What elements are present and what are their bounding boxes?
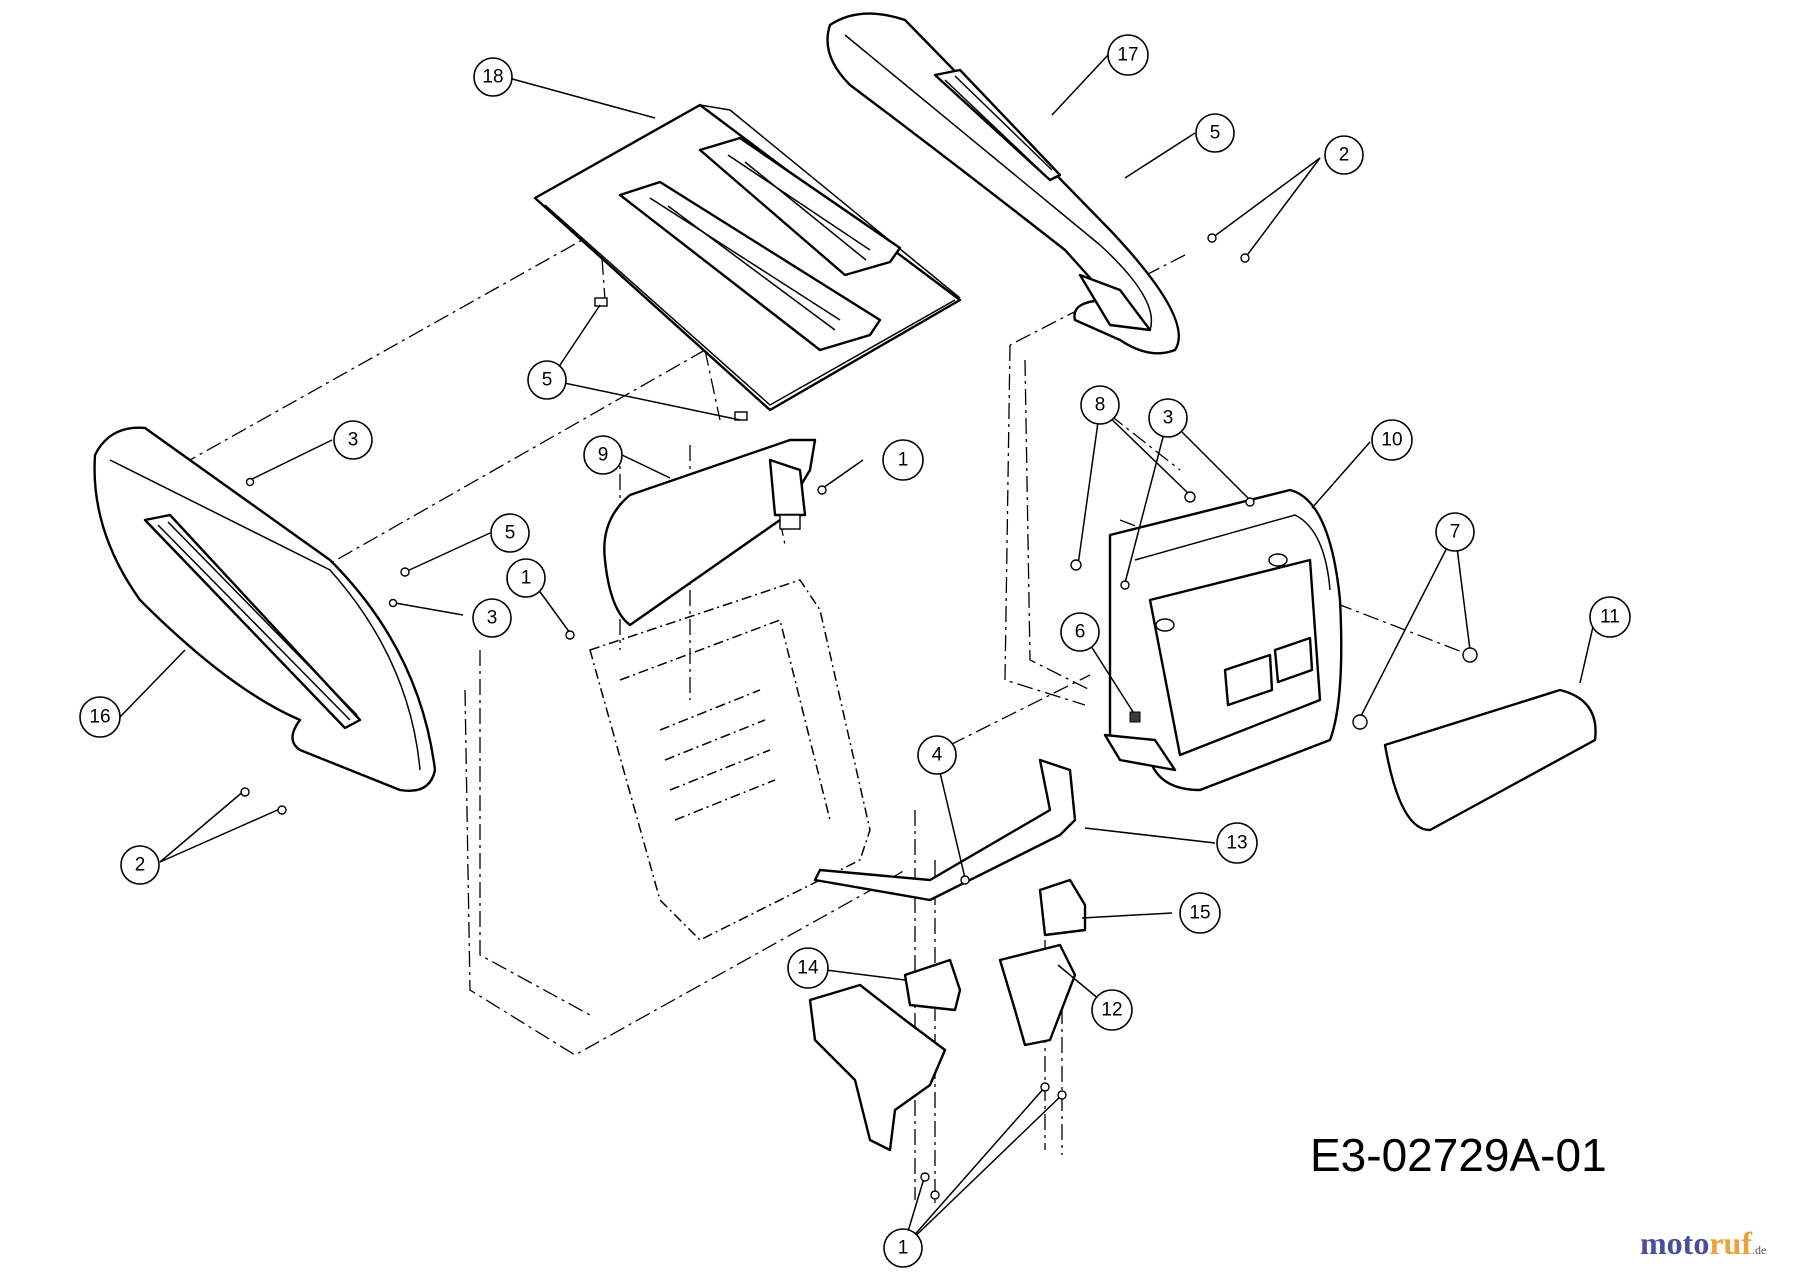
callout-label-8: 8	[1095, 395, 1106, 416]
side-panel-left-part-16	[93, 426, 437, 792]
front-frame-part-9	[603, 438, 817, 627]
lens-part-11	[1383, 688, 1597, 832]
callout-label-18: 18	[482, 67, 503, 88]
callout-5-left: 5	[490, 513, 530, 553]
callout-label-3-grille: 3	[1163, 408, 1174, 429]
clip-part-6	[1129, 711, 1141, 723]
callout-label-1-left: 1	[521, 568, 532, 589]
callout-12: 12	[1091, 989, 1133, 1031]
callout-3-lower: 3	[472, 598, 512, 638]
headlight-hole-right	[1268, 553, 1288, 567]
callout-label-12: 12	[1101, 1000, 1122, 1021]
callout-label-3-lower: 3	[487, 608, 498, 629]
callout-10: 10	[1371, 419, 1413, 461]
drawing-number: E3-02729A-01	[1310, 1129, 1607, 1181]
callout-16: 16	[79, 696, 121, 738]
frame-latch	[779, 514, 801, 530]
side-panel-right-louvers	[944, 75, 1053, 176]
callout-label-7: 7	[1450, 522, 1461, 543]
callout-9: 9	[583, 435, 623, 475]
callout-label-17: 17	[1117, 45, 1138, 66]
callout-3-grille: 3	[1148, 398, 1188, 438]
callout-3-left: 3	[333, 420, 373, 460]
callout-label-9: 9	[598, 445, 609, 466]
callout-label-15: 15	[1189, 903, 1210, 924]
callout-11: 11	[1589, 596, 1631, 638]
callout-label-4: 4	[932, 745, 943, 766]
callout-label-16: 16	[89, 707, 110, 728]
fasteners	[240, 233, 1478, 1200]
callout-7: 7	[1435, 512, 1475, 552]
callout-17: 17	[1107, 34, 1149, 76]
callout-6: 6	[1060, 612, 1100, 652]
callout-label-5-top: 5	[1210, 123, 1221, 144]
callout-1-left: 1	[506, 558, 546, 598]
latch-part-14	[903, 958, 962, 1012]
callout-4: 4	[917, 735, 957, 775]
callout-label-2-top: 2	[1339, 145, 1350, 166]
callout-label-5-left: 5	[505, 523, 516, 544]
callout-2-bottom: 2	[120, 845, 160, 885]
callout-label-1-bottom: 1	[898, 1238, 909, 1259]
watermark-suffix: .de	[1751, 1243, 1767, 1257]
watermark-logo: motoruf.de	[1640, 1225, 1766, 1262]
callout-13: 13	[1216, 822, 1258, 864]
side-panel-right-part-17	[826, 12, 1180, 355]
callout-label-6: 6	[1075, 622, 1086, 643]
mount-bracket-lower	[808, 983, 947, 1152]
side-panel-left-louvers	[157, 521, 358, 721]
callout-label-11: 11	[1600, 607, 1620, 628]
callout-label-5-hood: 5	[542, 370, 553, 391]
headlight-hole-left	[1155, 618, 1175, 632]
watermark-part2: ruf	[1709, 1225, 1752, 1261]
clip-hood-front	[734, 411, 748, 421]
latch-part-15	[1038, 878, 1087, 937]
callout-1-frame: 1	[882, 439, 924, 481]
hood-part-18	[533, 103, 962, 421]
callout-8: 8	[1080, 385, 1120, 425]
bracket-part-12	[998, 943, 1077, 1047]
bracket-part-13	[813, 758, 1077, 902]
callout-5-hood: 5	[527, 360, 567, 400]
callout-label-2-bottom: 2	[135, 855, 146, 876]
callout-label-14: 14	[797, 958, 819, 979]
callout-label-13: 13	[1226, 833, 1247, 854]
callout-label-1-frame: 1	[898, 450, 909, 471]
callout-2-top: 2	[1324, 135, 1364, 175]
callout-5-top: 5	[1195, 113, 1235, 153]
leader-lines	[119, 54, 1596, 1249]
callout-18: 18	[473, 57, 513, 97]
callout-15: 15	[1179, 892, 1221, 934]
callout-label-10: 10	[1381, 430, 1402, 451]
watermark-part1: moto	[1640, 1225, 1710, 1261]
callout-14: 14	[787, 947, 829, 989]
hood-vent-louvers	[649, 154, 871, 331]
callout-1-bottom: 1	[883, 1228, 923, 1268]
firewall-phantom	[589, 579, 871, 941]
clip-hood-left	[594, 297, 608, 307]
callout-label-3-left: 3	[348, 430, 359, 451]
grille-housing-part-10	[1103, 488, 1343, 792]
